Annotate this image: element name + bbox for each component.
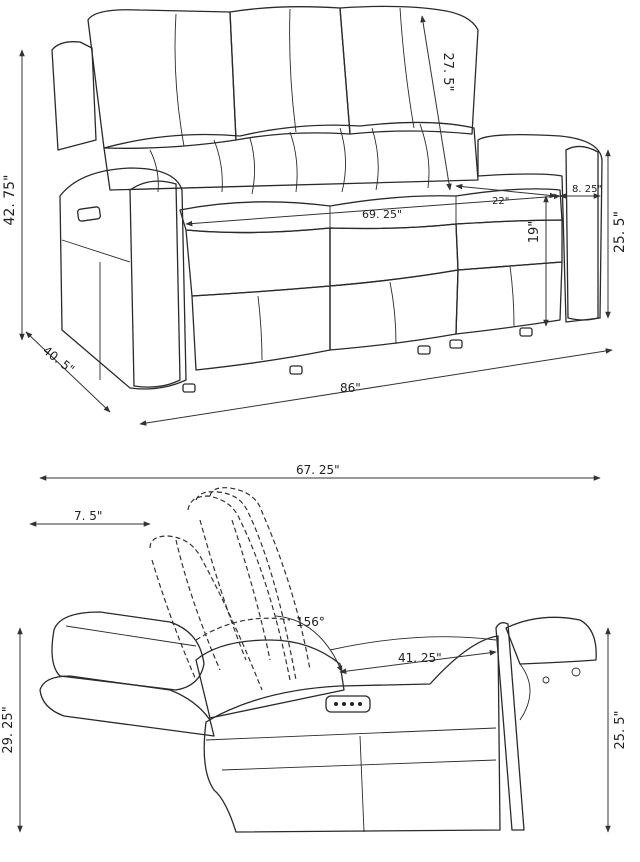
dim-wall-clearance-label: 7. 5" [74, 509, 102, 523]
dim-line-back-height [420, 15, 452, 191]
reclined-headrest [51, 611, 205, 691]
dashed-headrest [195, 617, 291, 641]
foot [182, 383, 196, 393]
foot [519, 327, 533, 337]
dim-seat-height-label: 19" [527, 221, 542, 244]
headrest-seam [249, 137, 255, 195]
back-inner-line [199, 519, 247, 661]
dim-width-label: 86" [340, 381, 361, 395]
footrest-right [455, 261, 563, 335]
seat-back-cushion [195, 639, 345, 719]
dim-line-seat-to-footrest [339, 650, 497, 674]
back-inner-line [231, 519, 271, 661]
headrest-seam [289, 131, 298, 193]
dim-seat-width-label: 69. 25" [362, 208, 402, 221]
back-seam [289, 8, 297, 133]
button-dot [334, 702, 338, 706]
footrest-seam [389, 281, 397, 345]
foot [417, 345, 431, 355]
dim-seat-depth-label: 22" [492, 196, 509, 207]
footrest-link [519, 663, 531, 721]
dim-line-seat-width [185, 193, 561, 227]
back-cushion-right [339, 5, 479, 135]
headrest-line [65, 625, 197, 647]
dim-depth-label: 40. 5" [40, 343, 77, 376]
dim-arm-height-label: 25. 5" [612, 211, 628, 253]
headrest-row [103, 121, 479, 191]
back-cushion-left [87, 9, 237, 149]
dim-line-depth [25, 331, 111, 413]
dim-line-width [139, 348, 613, 426]
footrest-cushion [505, 616, 597, 665]
button-dot [358, 702, 362, 706]
arm-top [329, 636, 497, 651]
recliner-side-view: 67. 25" 7. 5" [1, 463, 628, 833]
power-button-panel-icon [77, 206, 101, 222]
dim-back-height-label: 27. 5" [440, 52, 455, 91]
foot [289, 365, 303, 375]
headrest-seam [419, 123, 430, 189]
body-seam [205, 727, 497, 741]
footrest-bracket [495, 622, 525, 831]
footrest-pivot [542, 676, 550, 684]
dim-reclined-height-label: 29. 25" [1, 706, 16, 753]
footrest-pivot [571, 667, 581, 677]
dim-total-height-label: 42. 75" [2, 175, 18, 226]
mid-back-outline [187, 495, 291, 681]
sofa-front-view: 42. 75" 27. 5" 8. 25" 69. 25" 22" 19" 25… [2, 5, 628, 426]
dim-arc-recline-angle [275, 615, 343, 673]
left-arm [59, 167, 187, 390]
back-seam [174, 13, 185, 147]
dim-seat-to-footrest-label: 41. 25" [398, 651, 442, 665]
arm-seam [61, 239, 131, 263]
mid-back-inner [195, 491, 297, 681]
right-arm [477, 134, 603, 323]
left-arm-back [51, 41, 97, 151]
headrest-seam [371, 127, 379, 191]
button-dot [350, 702, 354, 706]
footrest-seam [257, 295, 263, 361]
upright-back-outline [149, 535, 263, 691]
footrest-seam [509, 265, 515, 327]
body-seam [359, 735, 365, 833]
recliner-body [203, 635, 501, 833]
body-seam [221, 759, 497, 771]
right-arm-front [565, 145, 599, 321]
headrest-seam [213, 139, 223, 193]
left-arm-front [129, 180, 181, 388]
dim-arm-width-label: 8. 25" [572, 184, 602, 195]
reclined-back [39, 675, 215, 737]
back-inner-line [175, 539, 221, 671]
seat-front-middle [329, 223, 459, 287]
back-seam [399, 7, 415, 129]
dim-reclined-length-label: 67. 25" [296, 463, 340, 477]
headrest-seam [339, 127, 347, 193]
foot [449, 339, 463, 349]
dim-recline-angle-label: 156° [296, 615, 325, 629]
dim-side-arm-height-label: 25. 5" [613, 710, 628, 749]
dim-line-seat-depth [455, 183, 557, 199]
seat-front-left [185, 227, 331, 297]
rear-back-outline [209, 487, 311, 671]
back-inner-line [151, 559, 197, 681]
power-button-panel-icon [325, 695, 371, 713]
button-dot [342, 702, 346, 706]
